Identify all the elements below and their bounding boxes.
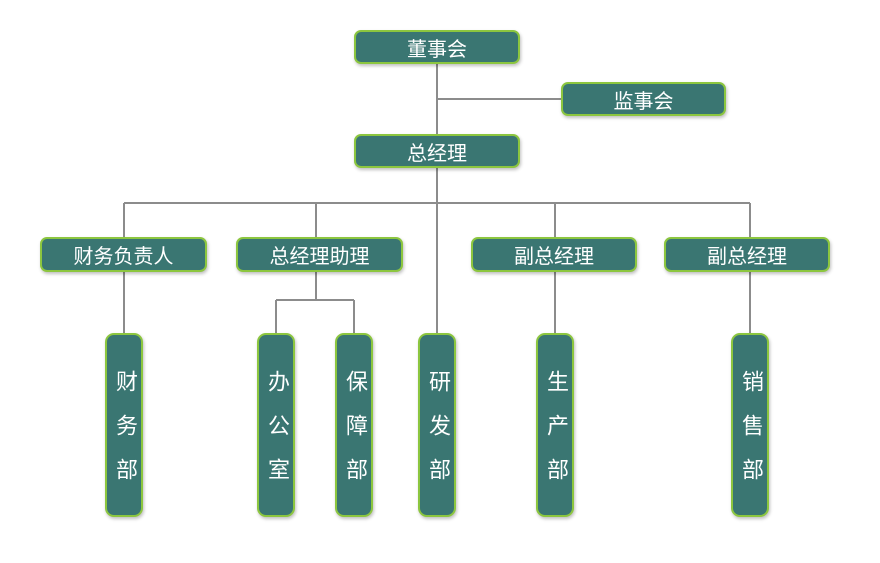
vice-gm-label-1: 副总经理 xyxy=(514,244,594,268)
sales-dept-label: 销售部 xyxy=(738,370,763,502)
finance-dept-node: 财务部 xyxy=(105,333,143,517)
vice-gm-node-2: 副总经理 xyxy=(664,237,830,272)
supervisors-node: 监事会 xyxy=(561,82,726,116)
board-label: 董事会 xyxy=(407,36,467,61)
office-dept-label: 办公室 xyxy=(264,370,289,502)
rnd-dept-label: 研发部 xyxy=(425,370,450,502)
office-dept-node: 办公室 xyxy=(257,333,295,517)
security-dept-label: 保障部 xyxy=(342,370,367,502)
vice-gm-node-1: 副总经理 xyxy=(471,237,637,272)
production-dept-label: 生产部 xyxy=(543,370,568,502)
production-dept-node: 生产部 xyxy=(536,333,574,517)
finance-head-node: 财务负责人 xyxy=(40,237,207,272)
general-manager-label: 总经理 xyxy=(407,140,467,165)
rnd-dept-node: 研发部 xyxy=(418,333,456,517)
board-node: 董事会 xyxy=(354,30,520,64)
finance-dept-label: 财务部 xyxy=(112,370,137,502)
finance-head-label: 财务负责人 xyxy=(73,244,174,268)
security-dept-node: 保障部 xyxy=(335,333,373,517)
sales-dept-node: 销售部 xyxy=(731,333,769,517)
gm-assistant-node: 总经理助理 xyxy=(236,237,403,272)
general-manager-node: 总经理 xyxy=(354,134,520,168)
gm-assistant-label: 总经理助理 xyxy=(269,244,370,268)
vice-gm-label-2: 副总经理 xyxy=(707,244,787,268)
supervisors-label: 监事会 xyxy=(613,88,674,113)
